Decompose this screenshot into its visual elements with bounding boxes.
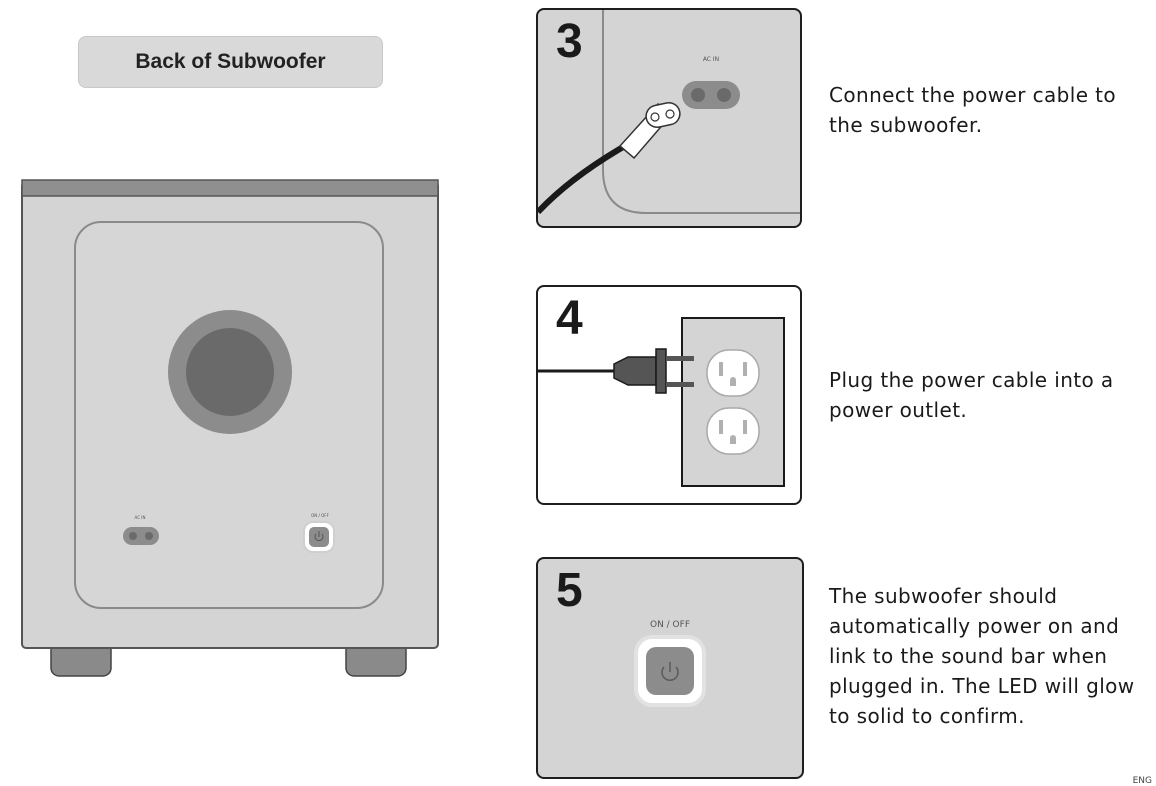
step-5-on-off-label: ON / OFF bbox=[650, 620, 690, 630]
step-5-number: 5 bbox=[556, 564, 583, 617]
step-5-panel: ON / OFF 5 bbox=[536, 557, 804, 779]
step-4-text: Plug the power cable into a power outlet… bbox=[829, 368, 1114, 422]
outlet-receptacle-top bbox=[706, 349, 760, 397]
step-3-text: Connect the power cable to the subwoofer… bbox=[829, 83, 1117, 137]
step-3-number: 3 bbox=[556, 15, 583, 68]
step-5-illustration: ON / OFF bbox=[634, 620, 706, 707]
step-3-illustration: ON / OFF AC IN bbox=[538, 10, 800, 215]
power-cable bbox=[538, 140, 632, 215]
ac-socket bbox=[682, 81, 740, 109]
wall-plug-prong-top bbox=[666, 356, 694, 361]
wall-plug-prong-bottom bbox=[666, 382, 694, 387]
step-4-panel: 4 bbox=[536, 285, 802, 505]
power-plug-head bbox=[645, 102, 681, 128]
wall-plug-body bbox=[613, 356, 657, 386]
subwoofer-ac-pin-right bbox=[145, 532, 153, 540]
step-4-illustration bbox=[538, 317, 785, 487]
wall-plug-collar bbox=[655, 348, 667, 394]
power-plug-pin-right bbox=[665, 109, 675, 119]
subwoofer-top-edge bbox=[21, 179, 439, 197]
step-3-ac-in-label: AC IN bbox=[703, 56, 719, 63]
step-4-number: 4 bbox=[556, 292, 583, 345]
subwoofer-ac-pin-left bbox=[129, 532, 137, 540]
back-of-subwoofer-title: Back of Subwoofer bbox=[78, 36, 383, 88]
subwoofer-power-icon bbox=[314, 531, 324, 542]
power-icon bbox=[661, 662, 679, 682]
subwoofer-drawing: AC IN ON / OFF bbox=[21, 179, 439, 677]
subwoofer-back-illustration: AC IN ON / OFF bbox=[18, 176, 442, 686]
ac-socket-hole-right bbox=[717, 88, 731, 102]
subwoofer-ac-socket bbox=[123, 527, 159, 545]
step-3-panel: ON / OFF AC IN 3 bbox=[536, 8, 802, 228]
page-language-code: ENG bbox=[1132, 776, 1152, 786]
outlet-receptacle-bottom bbox=[706, 407, 760, 455]
subwoofer-power-label: ON / OFF bbox=[311, 513, 329, 518]
power-plug-pin-left bbox=[650, 112, 660, 122]
step-5-text: The subwoofer should automatically power… bbox=[829, 584, 1135, 728]
wall-outlet-plate bbox=[681, 317, 785, 487]
ac-socket-hole-left bbox=[691, 88, 705, 102]
subwoofer-ac-label: AC IN bbox=[135, 515, 146, 520]
subwoofer-corner-edge bbox=[602, 10, 800, 214]
subwoofer-port-inner bbox=[186, 328, 274, 416]
